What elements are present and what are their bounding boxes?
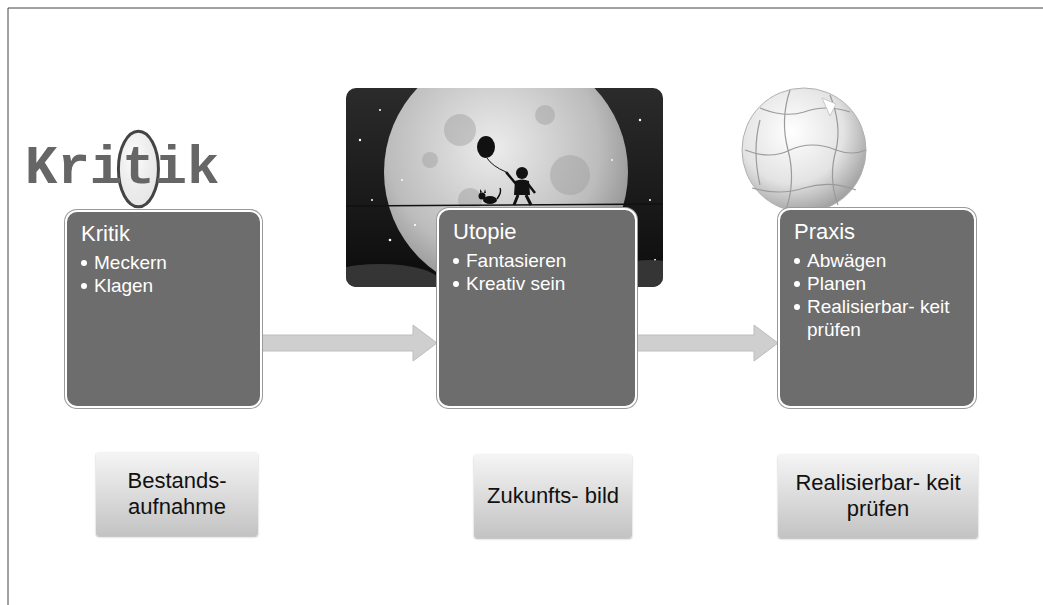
puzzle-seams [745, 90, 866, 210]
flow-arrow [637, 325, 778, 361]
globe [742, 88, 866, 212]
step-label: Zukunfts- bild [487, 483, 619, 509]
bullet-text: Meckern [94, 252, 167, 275]
step-label-box: Realisierbar- keit prüfen [778, 454, 978, 538]
bullet-item: Realisierbar- keit prüfen [794, 296, 964, 342]
bullet-item: Meckern [81, 252, 250, 275]
page-frame [8, 8, 1043, 605]
bullet-item: Planen [794, 273, 964, 296]
bullet-dot [453, 281, 459, 287]
step-label: Realisierbar- keit prüfen [788, 470, 968, 523]
phase-box: UtopieFantasierenKreativ sein [437, 208, 637, 408]
bullet-dot [453, 258, 459, 264]
bullet-item: Fantasieren [453, 250, 625, 273]
step-label-box: Zukunfts- bild [474, 454, 632, 538]
bullet-dot [794, 304, 800, 310]
bullet-item: Abwägen [794, 250, 964, 273]
puzzle-globe [742, 88, 866, 212]
bullet-item: Klagen [81, 275, 250, 298]
bullet-dot [794, 281, 800, 287]
balloon [477, 136, 495, 158]
bullet-text: Klagen [94, 275, 153, 298]
bullet-dot [794, 258, 800, 264]
phase-title: Utopie [453, 219, 625, 245]
bullet-text: Planen [807, 273, 866, 296]
step-label-box: Bestands- aufnahme [96, 452, 258, 536]
balloon-string [487, 158, 506, 172]
bullet-dot [81, 260, 87, 266]
phase-box: PraxisAbwägenPlanenRealisierbar- keit pr… [778, 208, 976, 408]
phase-box: KritikMeckernKlagen [65, 210, 262, 408]
cat-silhouette [479, 188, 501, 204]
bullet-item: Kreativ sein [453, 273, 625, 296]
tightrope [346, 204, 663, 206]
missing-piece [822, 98, 836, 116]
bullet-text: Fantasieren [466, 250, 566, 273]
step-label: Bestands- aufnahme [106, 468, 248, 521]
child-silhouette [506, 167, 535, 205]
flow-arrow [262, 325, 437, 361]
logo-text: Kritik [25, 142, 219, 196]
phase-title: Praxis [794, 219, 964, 245]
phase-title: Kritik [81, 221, 250, 247]
bullet-text: Kreativ sein [466, 273, 565, 296]
bullet-text: Realisierbar- keit prüfen [807, 296, 964, 342]
bullet-text: Abwägen [807, 250, 886, 273]
bullet-dot [81, 283, 87, 289]
